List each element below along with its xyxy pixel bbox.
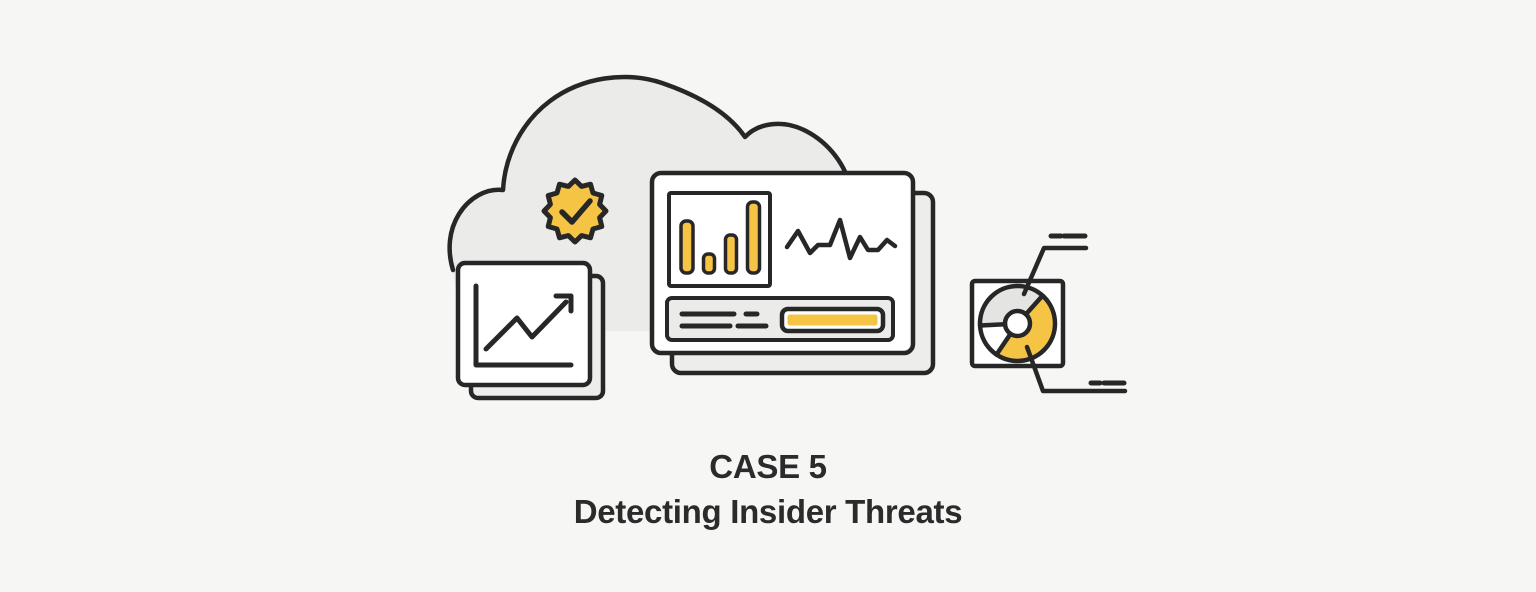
- bar-chart: [667, 191, 772, 288]
- bar-4: [745, 200, 762, 275]
- donut-divider-1: [1023, 293, 1045, 317]
- donut-chart: [969, 278, 1066, 369]
- bar-2: [701, 252, 717, 275]
- cloud-outline: [447, 74, 854, 273]
- donut-segment-yellow: [996, 295, 1056, 362]
- progress-bar: [779, 306, 886, 334]
- donut-segment-gray: [980, 286, 1043, 326]
- status-strip: [665, 296, 895, 342]
- badge-checkmark-icon: [559, 198, 593, 225]
- donut-segment-white: [980, 324, 1011, 355]
- trend-chart-card: [455, 260, 593, 388]
- arrowhead-icon: [553, 293, 574, 314]
- case-label: CASE 5: [709, 448, 827, 485]
- trend-line: [483, 299, 569, 352]
- verified-badge-icon: [541, 177, 609, 245]
- callout-top-line: [1021, 245, 1089, 297]
- callout-bottom-line: [1024, 344, 1128, 394]
- caption: CASE 5 Detecting Insider Threats: [0, 444, 1536, 534]
- bar-1: [679, 219, 695, 275]
- dashboard-panel: [649, 170, 916, 356]
- badge-starburst: [541, 177, 609, 245]
- callout-bottom: [1024, 344, 1128, 394]
- donut-divider-2: [994, 331, 1013, 357]
- progress-fill: [787, 314, 878, 326]
- donut-divider-3: [977, 321, 1008, 328]
- case-title: Detecting Insider Threats: [573, 493, 963, 530]
- axes: [473, 283, 574, 368]
- bar-3: [723, 233, 739, 275]
- line-chart: [784, 217, 898, 261]
- callout-top: [1021, 233, 1089, 297]
